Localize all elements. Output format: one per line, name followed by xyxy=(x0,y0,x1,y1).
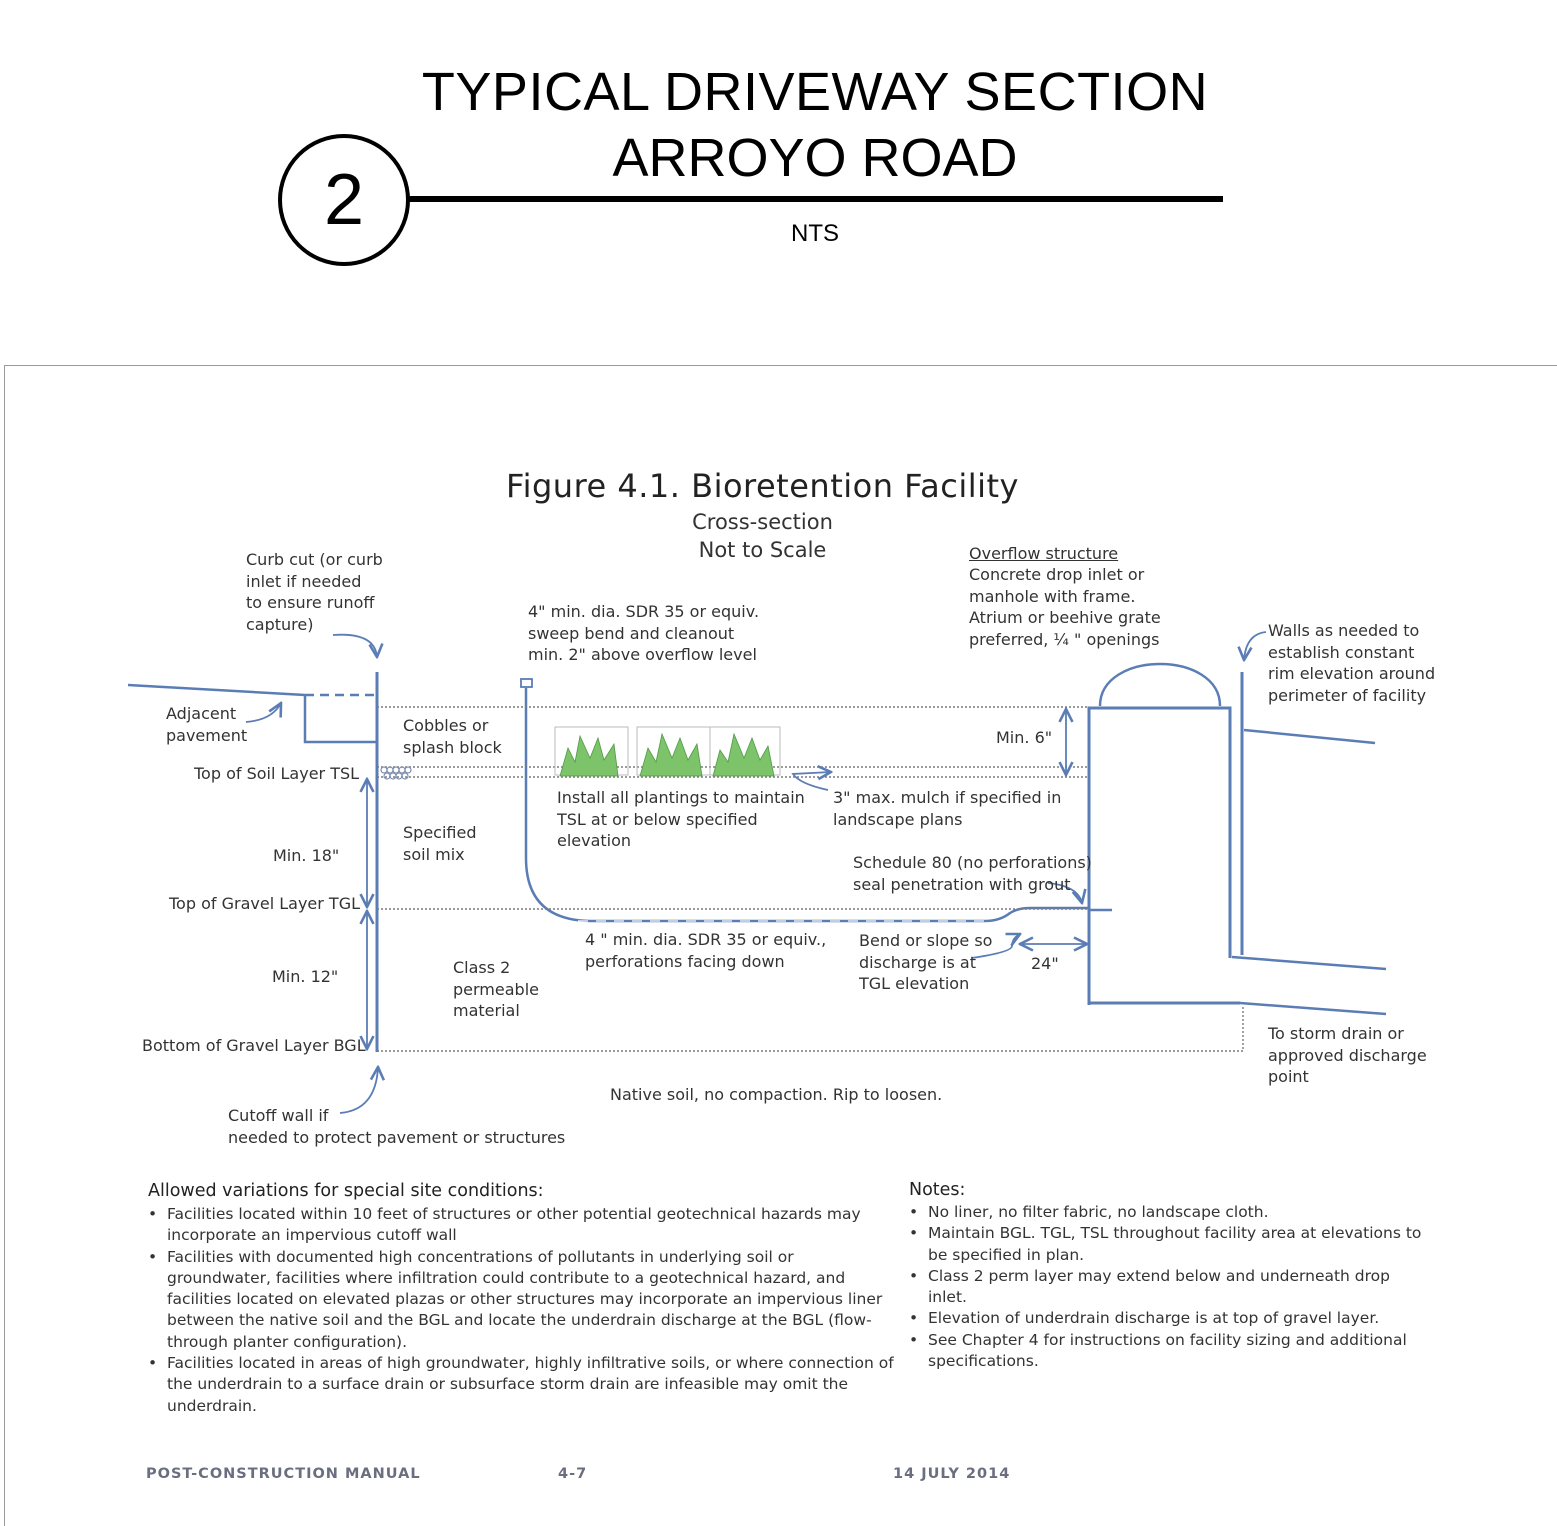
schedule80-leader xyxy=(1047,882,1082,903)
curb-cut-leader xyxy=(332,633,377,657)
right-lower-line-2 xyxy=(1239,1001,1387,1016)
note-item: Maintain BGL. TGL, TSL throughout facili… xyxy=(909,1223,1429,1266)
label-bgl: Bottom of Gravel Layer BGL xyxy=(142,1036,366,1055)
variations-heading: Allowed variations for special site cond… xyxy=(148,1181,544,1201)
label-24in: 24" xyxy=(1031,954,1059,973)
right-grade-line xyxy=(1243,728,1376,745)
label-min6: Min. 6" xyxy=(996,728,1053,747)
label-min12: Min. 12" xyxy=(272,967,339,986)
label-tsl: Top of Soil Layer TSL xyxy=(194,764,360,783)
variation-item: Facilities located in areas of high grou… xyxy=(148,1353,896,1417)
label-schedule80: Schedule 80 (no perforations) seal penet… xyxy=(853,853,1092,894)
label-cutoff-wall: Cutoff wall if needed to protect pavemen… xyxy=(228,1106,566,1147)
footer-date: 14 JULY 2014 xyxy=(893,1466,1011,1482)
figure-title: Figure 4.1. Bioretention Facility xyxy=(506,467,1019,505)
note-item: Class 2 perm layer may extend below and … xyxy=(909,1266,1429,1309)
label-storm-drain: To storm drain or approved discharge poi… xyxy=(1268,1024,1427,1086)
beehive-grate xyxy=(1098,662,1222,707)
variation-item: Facilities located within 10 feet of str… xyxy=(148,1204,896,1247)
right-lower-line-1 xyxy=(1231,955,1387,971)
footer-manual-name: POST-CONSTRUCTION MANUAL xyxy=(146,1466,421,1482)
note-item: See Chapter 4 for instructions on facili… xyxy=(909,1330,1429,1373)
title-underline xyxy=(408,196,1223,202)
label-native-soil: Native soil, no compaction. Rip to loose… xyxy=(610,1085,943,1104)
cobbles-symbol xyxy=(380,766,412,780)
mulch-leader xyxy=(791,772,831,791)
label-specified-soil: Specified soil mix xyxy=(403,823,477,864)
label-curb-cut: Curb cut (or curb inlet if needed to ens… xyxy=(246,550,383,634)
footer-page-number: 4-7 xyxy=(558,1466,588,1482)
adjacent-pavement-leader xyxy=(245,703,281,723)
drop-inlet-structure xyxy=(1087,706,1232,1005)
bend-leader xyxy=(971,934,1020,959)
bgl-line xyxy=(377,1005,1244,1052)
label-overflow-heading: Overflow structure xyxy=(969,544,1119,563)
figure-subtitle-2: Not to Scale xyxy=(698,538,827,562)
label-underdrain: 4 " min. dia. SDR 35 or equiv., perforat… xyxy=(585,930,827,971)
scale-note: NTS xyxy=(791,220,839,247)
note-item: No liner, no filter fabric, no landscape… xyxy=(909,1202,1429,1224)
variations-list: Facilities located within 10 feet of str… xyxy=(148,1204,896,1417)
plantings-symbol xyxy=(554,726,781,777)
label-walls: Walls as needed to establish constant ri… xyxy=(1268,621,1436,705)
label-overflow-body: Concrete drop inlet or manhole with fram… xyxy=(969,565,1161,649)
label-bend: Bend or slope so discharge is at TGL ele… xyxy=(859,931,993,993)
notes-list: No liner, no filter fabric, no landscape… xyxy=(909,1202,1429,1372)
label-min18: Min. 18" xyxy=(273,846,340,865)
label-adjacent-pavement: Adjacent pavement xyxy=(166,704,248,745)
figure-frame xyxy=(4,365,1557,1526)
label-tgl: Top of Gravel Layer TGL xyxy=(169,894,360,913)
label-class2: Class 2 permeable material xyxy=(453,958,539,1020)
label-cobbles: Cobbles or splash block xyxy=(403,716,502,757)
walls-leader xyxy=(1244,631,1267,660)
note-item: Elevation of underdrain discharge is at … xyxy=(909,1308,1429,1330)
cleanout-cap xyxy=(520,678,533,688)
label-plantings: Install all plantings to maintain TSL at… xyxy=(557,788,805,850)
cutoff-wall-leader xyxy=(339,1067,378,1114)
figure-subtitle-1: Cross-section xyxy=(692,510,833,534)
curb-profile xyxy=(303,695,377,744)
notes-heading: Notes: xyxy=(909,1180,966,1200)
adjacent-pavement-line xyxy=(127,683,306,697)
label-sweep-bend: 4" min. dia. SDR 35 or equiv. sweep bend… xyxy=(528,602,760,664)
label-mulch: 3" max. mulch if specified in landscape … xyxy=(833,788,1062,829)
drawing-title-line1: TYPICAL DRIVEWAY SECTION xyxy=(421,62,1209,122)
drawing-title-line2: ARROYO ROAD xyxy=(612,128,1018,188)
variation-item: Facilities with documented high concentr… xyxy=(148,1247,896,1353)
